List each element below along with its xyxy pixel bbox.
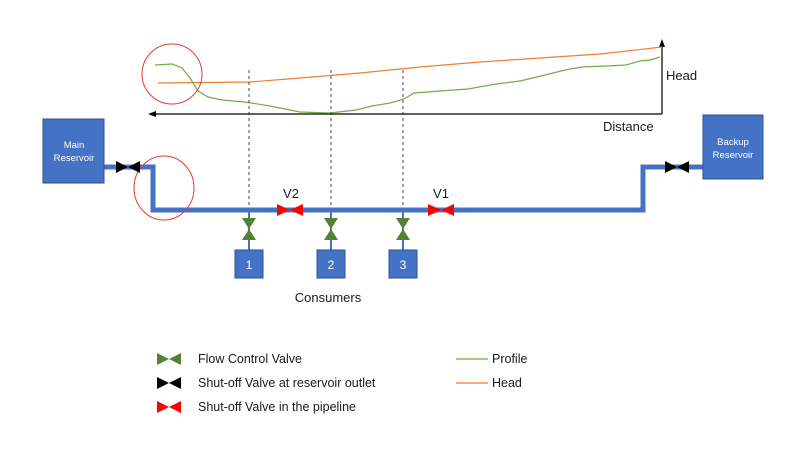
legend: Flow Control Valve Shut-off Valve at res… <box>157 352 527 414</box>
legend-pipeline-valve-label: Shut-off Valve in the pipeline <box>198 400 356 414</box>
legend-outlet-valve-label: Shut-off Valve at reservoir outlet <box>198 376 376 390</box>
legend-profile-label: Profile <box>492 352 527 366</box>
legend-flow-control-valve-icon <box>157 353 181 365</box>
head-profile-chart: Head Distance <box>141 39 697 213</box>
valve-v2-icon <box>277 204 303 216</box>
legend-head-label: Head <box>492 376 522 390</box>
valve-v1-icon <box>428 204 454 216</box>
backup-reservoir: Backup Reservoir <box>702 114 764 180</box>
consumer-1-box <box>234 249 264 279</box>
x-axis-arrow-icon <box>148 111 156 117</box>
main-reservoir-label-line2: Reservoir <box>54 153 95 164</box>
x-axis-label: Distance <box>603 119 654 134</box>
main-reservoir: Main Reservoir <box>42 118 105 184</box>
flow-control-valve-1-icon <box>242 218 256 240</box>
legend-flow-control-label: Flow Control Valve <box>198 352 302 366</box>
backup-reservoir-box <box>702 114 764 180</box>
consumer-3: 3 <box>388 212 418 279</box>
pipeline <box>104 164 703 213</box>
consumer-1: 1 <box>234 212 264 279</box>
y-axis-label: Head <box>666 68 697 83</box>
flow-control-valve-2-icon <box>324 218 338 240</box>
main-reservoir-label-line1: Main <box>64 140 85 151</box>
chart-highlight-circle <box>141 43 203 105</box>
backup-reservoir-label-line2: Reservoir <box>713 150 754 161</box>
consumer-1-label: 1 <box>246 258 253 272</box>
pipe-highlight-circle <box>133 155 195 221</box>
flow-control-valve-3-icon <box>396 218 410 240</box>
legend-pipeline-valve-icon <box>157 401 181 413</box>
consumer-3-box <box>388 249 418 279</box>
head-line <box>157 46 663 84</box>
y-axis-arrow-icon <box>659 39 665 47</box>
main-reservoir-box <box>42 118 105 184</box>
valve-v2-label: V2 <box>283 186 299 201</box>
valve-v1-label: V1 <box>433 186 449 201</box>
consumer-2-box <box>316 249 346 279</box>
backup-reservoir-label-line1: Backup <box>717 137 749 148</box>
main-outlet-valve-icon <box>116 161 140 173</box>
backup-outlet-valve-icon <box>665 161 689 173</box>
pipe <box>104 164 703 213</box>
profile-line <box>154 56 661 114</box>
consumer-2: 2 <box>316 212 346 279</box>
legend-outlet-valve-icon <box>157 377 181 389</box>
consumer-2-label: 2 <box>328 258 335 272</box>
consumer-3-label: 3 <box>400 258 407 272</box>
consumers-caption: Consumers <box>295 290 362 305</box>
